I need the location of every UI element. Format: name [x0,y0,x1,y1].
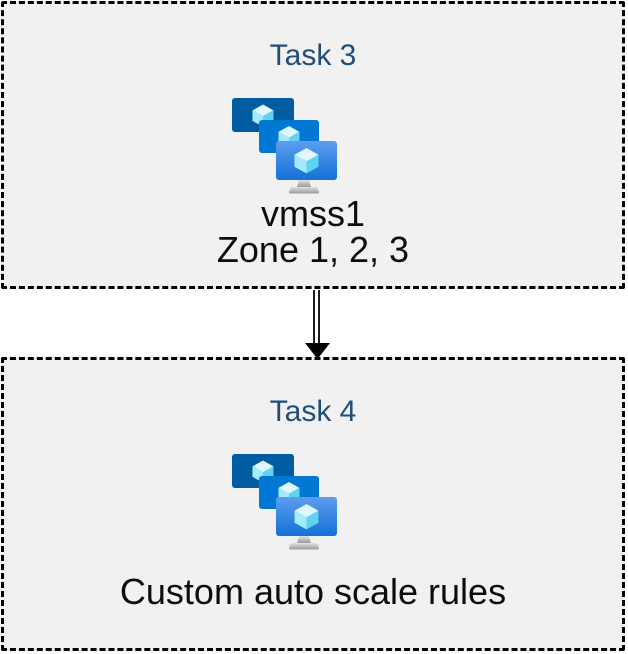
down-arrow-connector [305,290,330,359]
task4-box: Task 4 Cust [1,357,625,651]
zones-label: Zone 1, 2, 3 [216,229,410,270]
monitor-stand-base [288,543,320,550]
vmss-name-label: vmss1 [260,193,365,234]
vm-scale-sets-icon [232,98,337,194]
monitor-stand-neck [297,180,311,187]
task-title: Task 4 [269,395,357,428]
vm-scale-sets-icon [232,454,337,550]
autoscale-rules-label: Custom auto scale rules [119,571,507,612]
monitor-stand-base [288,187,320,194]
task-caption: Custom auto scale rules [4,574,622,610]
monitor-stand-neck [297,536,311,543]
task-caption: vmss1 Zone 1, 2, 3 [4,196,622,268]
task3-box: Task 3 [1,1,625,289]
cube-icon [294,504,319,530]
task-title: Task 3 [269,39,357,72]
cube-icon [294,148,319,174]
arrowhead [305,343,330,359]
